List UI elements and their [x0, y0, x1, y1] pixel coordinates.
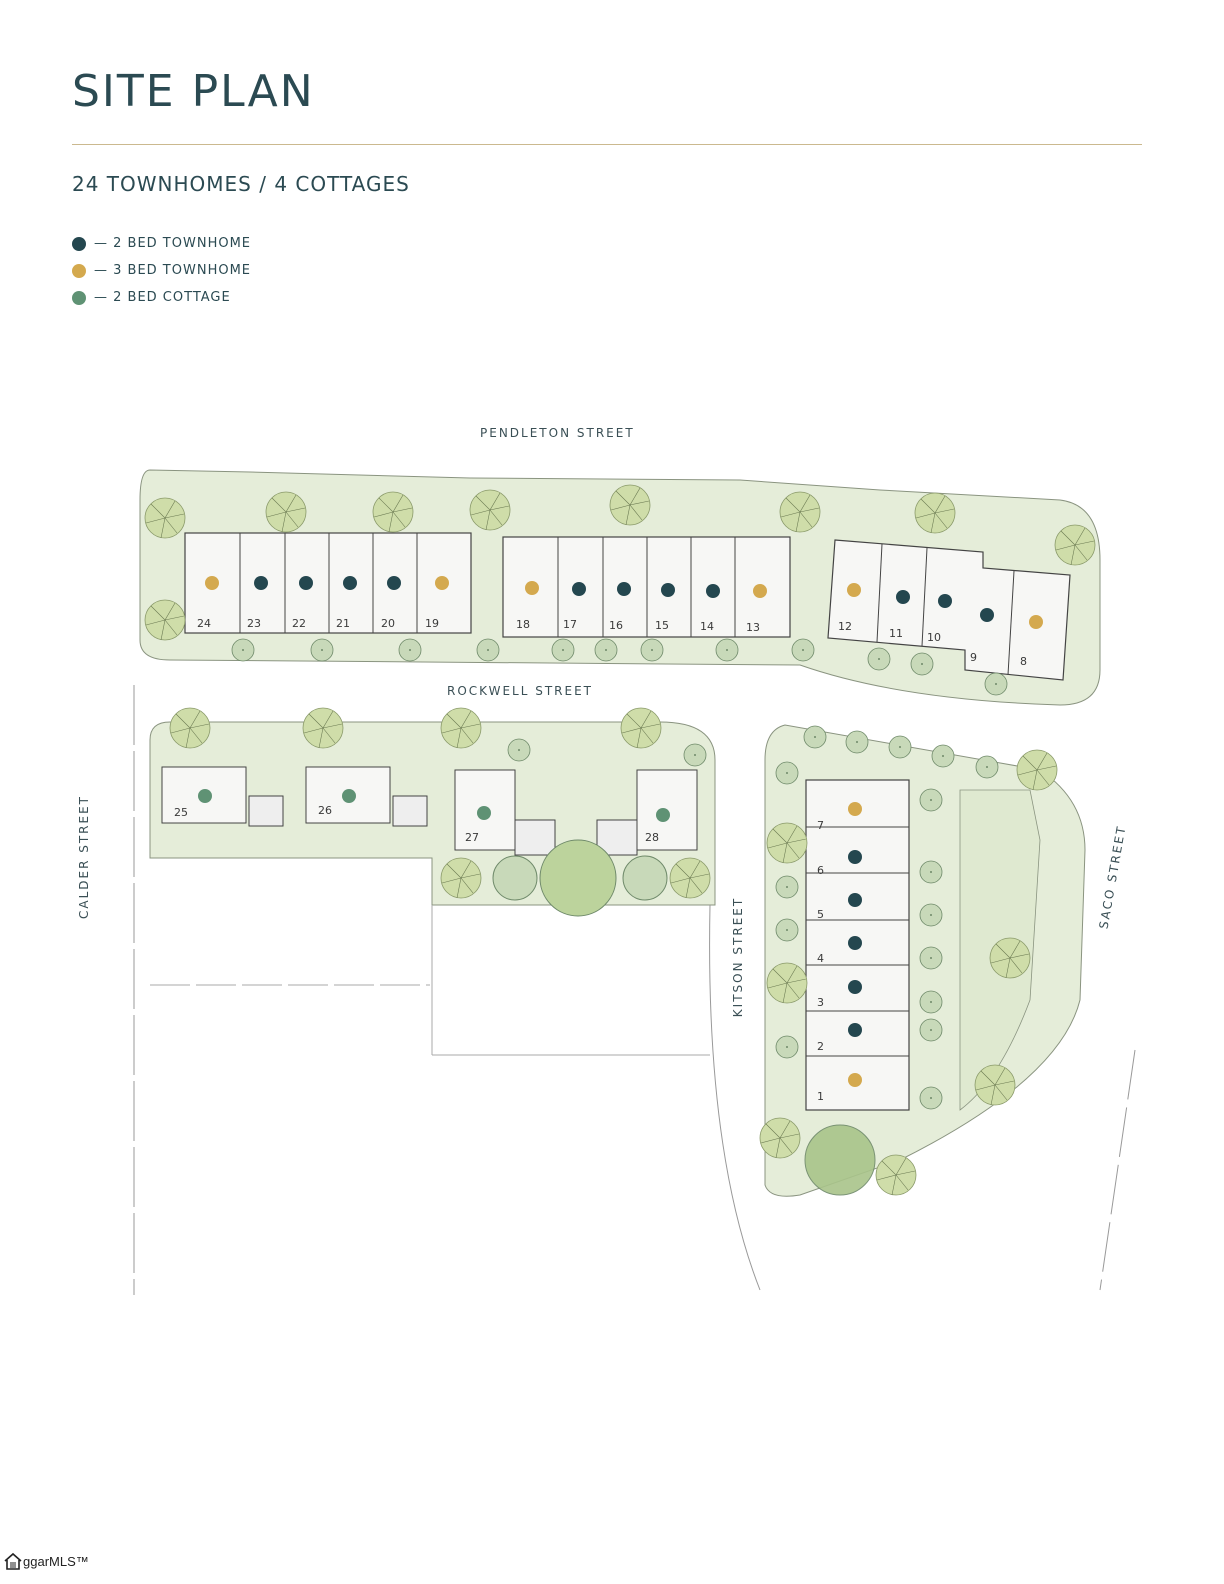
svg-text:15: 15	[655, 619, 669, 632]
dot-icon	[72, 263, 86, 278]
svg-text:24: 24	[197, 617, 211, 630]
svg-text:26: 26	[318, 804, 332, 817]
svg-text:6: 6	[817, 864, 824, 877]
page-title: SITE PLAN	[72, 66, 315, 117]
svg-text:22: 22	[292, 617, 306, 630]
svg-text:11: 11	[889, 627, 903, 640]
legend-item-3bed-townhome: — 3 BED TOWNHOME	[72, 257, 251, 284]
svg-text:23: 23	[247, 617, 261, 630]
svg-text:18: 18	[516, 618, 530, 631]
title-divider	[72, 144, 1142, 145]
svg-text:21: 21	[336, 617, 350, 630]
house-icon	[4, 1552, 22, 1570]
svg-text:4: 4	[817, 952, 824, 965]
svg-text:7: 7	[817, 819, 824, 832]
svg-text:14: 14	[700, 620, 714, 633]
street-label-rockwell: ROCKWELL STREET	[447, 684, 594, 698]
svg-text:13: 13	[746, 621, 760, 634]
watermark-text: ggarMLS™	[23, 1553, 89, 1569]
svg-text:17: 17	[563, 618, 577, 631]
svg-text:9: 9	[970, 651, 977, 664]
street-label-pendleton: PENDLETON STREET	[480, 426, 635, 440]
svg-text:19: 19	[425, 617, 439, 630]
svg-text:8: 8	[1020, 655, 1027, 668]
svg-text:20: 20	[381, 617, 395, 630]
svg-text:2: 2	[817, 1040, 824, 1053]
svg-text:25: 25	[174, 806, 188, 819]
svg-text:12: 12	[838, 620, 852, 633]
svg-text:3: 3	[817, 996, 824, 1009]
legend-item-2bed-townhome: — 2 BED TOWNHOME	[72, 230, 251, 257]
svg-text:27: 27	[465, 831, 479, 844]
legend-item-2bed-cottage: — 2 BED COTTAGE	[72, 284, 251, 311]
legend: — 2 BED TOWNHOME — 3 BED TOWNHOME — 2 BE…	[72, 230, 251, 311]
svg-text:28: 28	[645, 831, 659, 844]
unit-markers	[198, 576, 1043, 1087]
dot-icon	[72, 290, 86, 305]
svg-text:1: 1	[817, 1090, 824, 1103]
legend-label: — 2 BED COTTAGE	[94, 290, 231, 305]
legend-label: — 2 BED TOWNHOME	[94, 236, 252, 251]
dot-icon	[72, 236, 86, 251]
watermark: ggarMLS™	[4, 1552, 89, 1570]
legend-label: — 3 BED TOWNHOME	[94, 263, 252, 278]
page-subtitle: 24 TOWNHOMES / 4 COTTAGES	[72, 172, 410, 196]
svg-text:16: 16	[609, 619, 623, 632]
svg-text:5: 5	[817, 908, 824, 921]
svg-text:10: 10	[927, 631, 941, 644]
